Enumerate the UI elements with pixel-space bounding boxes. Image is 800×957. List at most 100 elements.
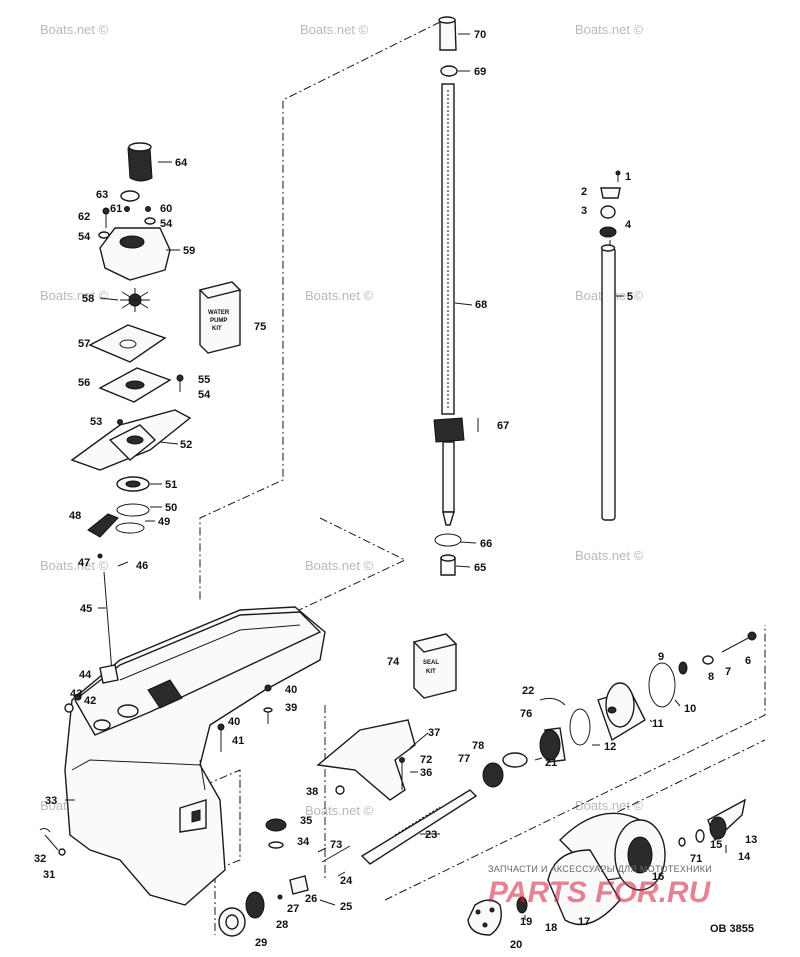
part-number-52: 52	[180, 439, 192, 451]
part-number-64: 64	[175, 157, 188, 169]
part-number-70: 70	[474, 29, 486, 41]
part-number-74: 74	[387, 656, 400, 668]
kit-label: PUMP	[210, 318, 227, 324]
seal-kit-box: SEAL KIT	[412, 633, 458, 699]
part-number-18: 18	[545, 922, 557, 934]
part-number-1: 1	[625, 171, 631, 183]
leader-lines	[65, 33, 681, 920]
kit-label: KIT	[426, 669, 436, 675]
propeller-shaft	[317, 789, 478, 865]
part-number-54c: 54	[78, 231, 91, 243]
part-number-62: 62	[78, 211, 90, 223]
part-number-77: 77	[458, 753, 470, 765]
watermark: Boats.net ©	[575, 798, 644, 813]
part-number-53: 53	[90, 416, 102, 428]
part-number-24: 24	[340, 875, 353, 887]
watermark: Boats.net ©	[40, 288, 109, 303]
watermark: Boats.net ©	[40, 22, 109, 37]
part-number-73: 73	[330, 839, 342, 851]
part-number-49: 49	[158, 516, 170, 528]
part-number-9: 9	[658, 651, 664, 663]
part-number-10: 10	[684, 703, 696, 715]
part-number-78: 78	[472, 740, 484, 752]
part-number-66: 66	[480, 538, 492, 550]
watermark: Boats.net ©	[305, 803, 374, 818]
part-number-59: 59	[183, 245, 195, 257]
part-number-6: 6	[745, 655, 751, 667]
part-number-46: 46	[136, 560, 148, 572]
brand-watermark: ЗАПЧАСТИ И АКСЕССУАРЫ ДЛЯ МОТОТЕХНИКИ PA…	[488, 864, 712, 909]
part-number-75: 75	[254, 321, 266, 333]
kit-label: SEAL	[423, 660, 439, 666]
part-number-13: 13	[745, 834, 757, 846]
part-number-11: 11	[652, 718, 664, 730]
part-number-51: 51	[165, 479, 177, 491]
part-number-48: 48	[69, 510, 81, 522]
watermark: Boats.net ©	[575, 22, 644, 37]
part-number-38: 38	[306, 786, 318, 798]
part-number-60: 60	[160, 203, 172, 215]
part-number-61: 61	[110, 203, 122, 215]
part-number-39: 39	[285, 702, 297, 714]
part-number-20: 20	[510, 939, 522, 951]
kit-label: WATER	[208, 310, 230, 316]
part-number-54b: 54	[160, 218, 173, 230]
part-number-56: 56	[78, 377, 90, 389]
part-number-19: 19	[520, 916, 532, 928]
part-number-69: 69	[474, 66, 486, 78]
part-number-40b: 40	[228, 716, 240, 728]
brand-logo-text: PARTS FOR.RU	[488, 876, 712, 909]
bearing-carrier-group	[482, 631, 757, 788]
part-number-43: 43	[70, 688, 82, 700]
part-number-22: 22	[522, 685, 534, 697]
part-number-27: 27	[287, 903, 299, 915]
part-number-35: 35	[300, 815, 312, 827]
part-number-50: 50	[165, 502, 177, 514]
part-number-28: 28	[276, 919, 288, 931]
watermark: Boats.net ©	[300, 22, 369, 37]
brand-tagline: ЗАПЧАСТИ И АКСЕССУАРЫ ДЛЯ МОТОТЕХНИКИ	[488, 864, 712, 874]
part-number-14: 14	[738, 851, 751, 863]
kit-label: KIT	[212, 326, 222, 332]
part-number-72: 72	[420, 754, 432, 766]
part-number-2: 2	[581, 186, 587, 198]
part-number-58: 58	[82, 293, 94, 305]
part-number-23: 23	[425, 829, 437, 841]
part-number-3: 3	[581, 205, 587, 217]
part-number-16: 16	[652, 871, 664, 883]
shift-rod-assembly	[599, 170, 621, 521]
impeller-icon	[120, 288, 150, 312]
part-number-34: 34	[297, 836, 310, 848]
part-number-45: 45	[80, 603, 92, 615]
driveshaft-assembly	[433, 16, 479, 576]
part-number-4: 4	[625, 219, 632, 231]
part-number-21: 21	[545, 757, 557, 769]
water-pump-stack	[70, 142, 192, 673]
part-number-5: 5	[627, 291, 633, 303]
diagram-code: OB 3855	[710, 923, 754, 935]
part-number-68: 68	[475, 299, 487, 311]
part-number-25: 25	[340, 901, 352, 913]
part-number-63: 63	[96, 189, 108, 201]
part-number-65: 65	[474, 562, 486, 574]
part-number-8: 8	[708, 671, 714, 683]
part-number-15: 15	[710, 839, 722, 851]
part-number-41: 41	[232, 735, 244, 747]
water-pump-kit-box: WATER PUMP KIT	[198, 281, 242, 354]
part-number-29: 29	[255, 937, 267, 949]
part-number-47: 47	[78, 557, 90, 569]
gearcase-housing	[64, 606, 326, 906]
part-number-12: 12	[604, 741, 616, 753]
part-number-44: 44	[79, 669, 92, 681]
part-number-26: 26	[305, 893, 317, 905]
watermark: Boats.net ©	[305, 288, 374, 303]
propeller	[467, 798, 746, 936]
part-number-32: 32	[34, 853, 46, 865]
part-number-76: 76	[520, 708, 532, 720]
part-number-7: 7	[725, 666, 731, 678]
part-number-17: 17	[578, 916, 590, 928]
part-number-36: 36	[420, 767, 432, 779]
part-number-55: 55	[198, 374, 210, 386]
part-number-33: 33	[45, 795, 57, 807]
